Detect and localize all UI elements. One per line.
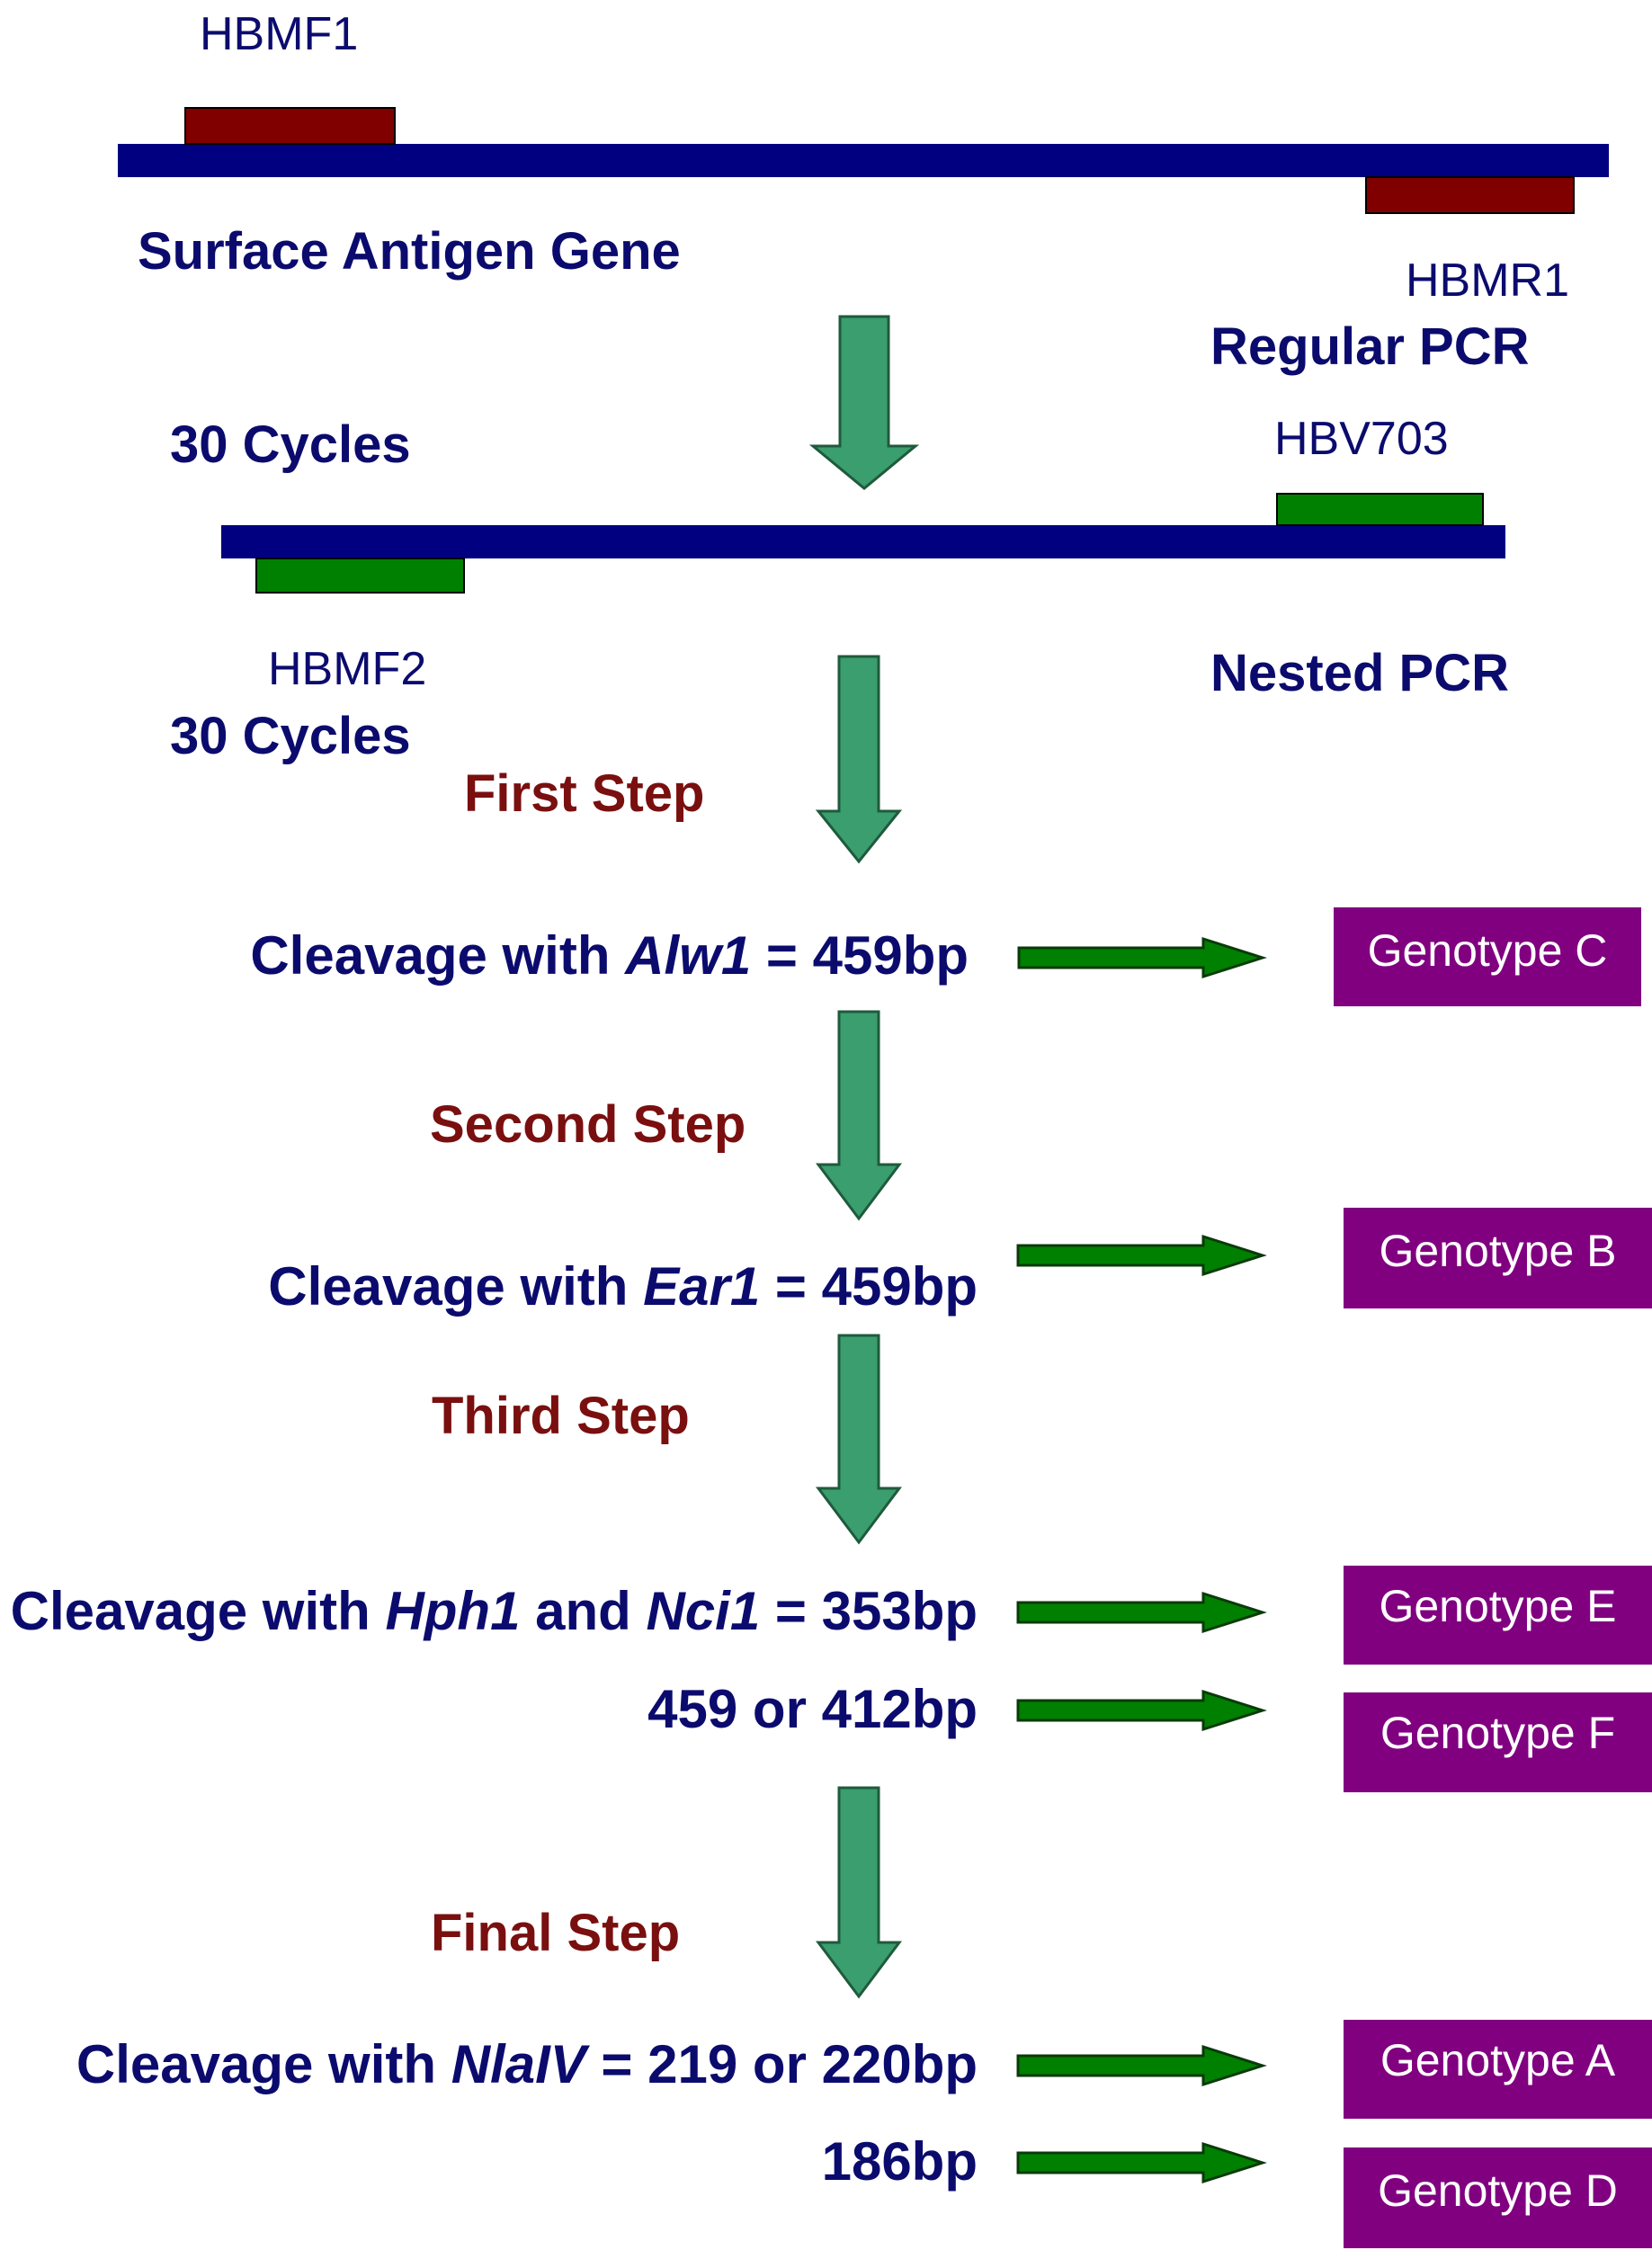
hbv703-primer-bar	[1276, 493, 1484, 526]
down-arrow-5	[816, 1786, 902, 1999]
cleavage-prefix: Cleavage with	[76, 2034, 451, 2094]
down-arrow-4	[816, 1334, 902, 1545]
cleavage-conjunction: and	[520, 1581, 647, 1641]
genotype-f-box: Genotype F	[1344, 1692, 1652, 1792]
cycles-label-2: 30 Cycles	[170, 707, 411, 765]
hbmr1-label: HBMR1	[1406, 254, 1570, 307]
right-arrow-genotype-d	[1016, 2141, 1267, 2184]
cleavage-alt-459-412: 459 or 412bp	[647, 1679, 978, 1739]
down-arrow-3	[816, 1010, 902, 1221]
down-arrow-2	[815, 655, 903, 864]
down-arrow-1	[808, 315, 920, 490]
surface-antigen-gene-label: Surface Antigen Gene	[138, 222, 681, 281]
genotype-e-box: Genotype E	[1344, 1566, 1652, 1665]
third-step-label: Third Step	[432, 1387, 690, 1445]
cleavage-alw1-line: Cleavage with Alw1 = 459bp	[250, 929, 969, 983]
cleavage-result: = 459bp	[751, 925, 969, 986]
hbmf1-label: HBMF1	[200, 8, 359, 60]
second-step-label: Second Step	[430, 1095, 746, 1154]
right-arrow-genotype-b	[1016, 1234, 1267, 1277]
enzyme-alw1: Alw1	[625, 925, 752, 986]
cleavage-ear1-line: Cleavage with Ear1 = 459bp	[268, 1260, 978, 1314]
cleavage-prefix: Cleavage with	[250, 925, 626, 986]
regular-pcr-label: Regular PCR	[1210, 317, 1530, 376]
hbmf2-label: HBMF2	[268, 643, 427, 695]
cycles-label-1: 30 Cycles	[170, 415, 411, 474]
enzyme-ear1: Ear1	[643, 1256, 761, 1317]
nested-pcr-label: Nested PCR	[1210, 644, 1509, 702]
hbv703-label: HBV703	[1274, 413, 1449, 465]
cleavage-result: = 219 or 220bp	[585, 2034, 978, 2094]
right-arrow-genotype-f	[1016, 1689, 1267, 1732]
genotype-a-box: Genotype A	[1344, 2020, 1652, 2119]
genotype-b-box: Genotype B	[1344, 1208, 1652, 1308]
hbmf2-primer-bar	[255, 558, 465, 594]
cleavage-nlaiv-line: Cleavage with NlaIV = 219 or 220bp	[76, 2038, 978, 2092]
genotype-d-box: Genotype D	[1344, 2147, 1652, 2248]
enzyme-nci1: Nci1	[646, 1581, 761, 1641]
cleavage-result: = 353bp	[760, 1581, 978, 1641]
cleavage-prefix: Cleavage with	[268, 1256, 644, 1317]
surface-antigen-gene-strand	[118, 144, 1609, 177]
nested-pcr-strand	[221, 525, 1505, 558]
hbmf1-primer-bar	[184, 107, 396, 145]
right-arrow-genotype-e	[1016, 1591, 1267, 1634]
genotype-c-box: Genotype C	[1334, 907, 1641, 1006]
cleavage-alt-186: 186bp	[821, 2131, 978, 2192]
final-step-label: Final Step	[431, 1904, 681, 1962]
right-arrow-genotype-a	[1016, 2044, 1267, 2087]
hbmr1-primer-bar	[1365, 176, 1575, 214]
first-step-label: First Step	[464, 764, 705, 823]
enzyme-hph1: Hph1	[385, 1581, 521, 1641]
cleavage-prefix: Cleavage with	[10, 1581, 386, 1641]
cleavage-hph1-nci1-line: Cleavage with Hph1 and Nci1 = 353bp	[11, 1585, 978, 1638]
right-arrow-genotype-c	[1017, 936, 1267, 979]
cleavage-result: = 459bp	[760, 1256, 978, 1317]
enzyme-nlaiv: NlaIV	[451, 2034, 586, 2094]
